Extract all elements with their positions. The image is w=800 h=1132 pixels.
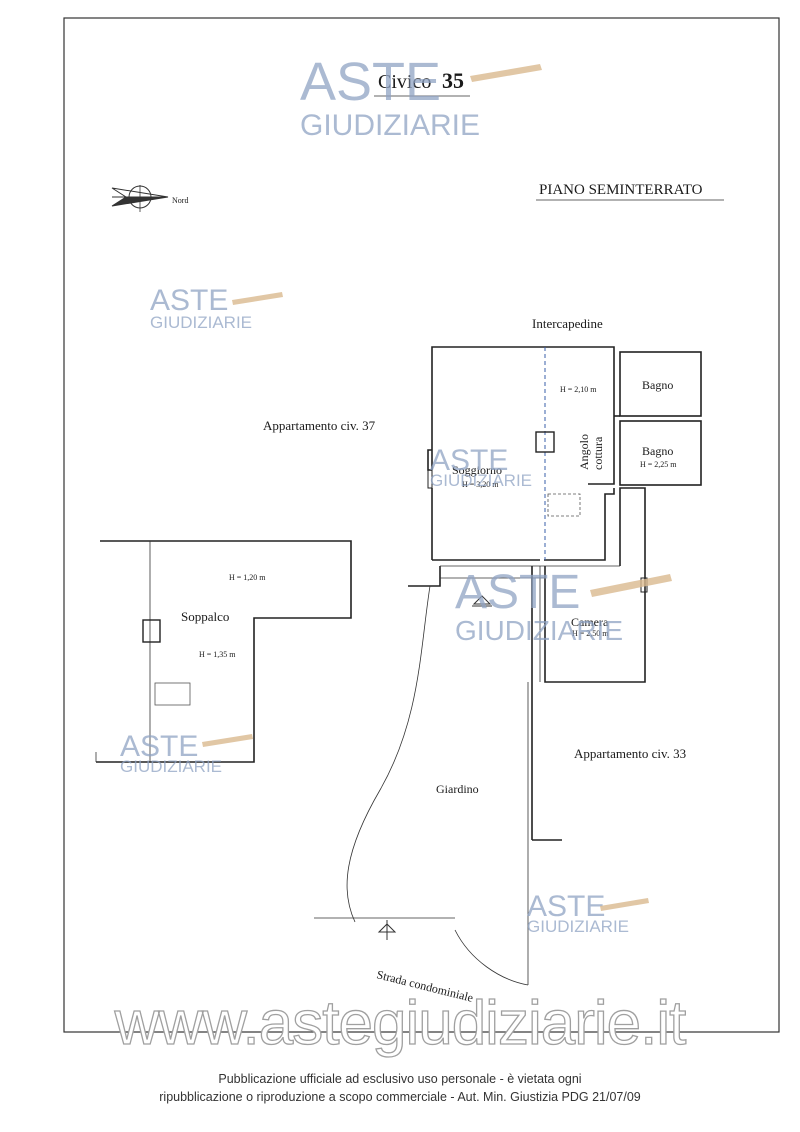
label-bagno-2-height: H = 2,25 m (640, 460, 677, 469)
svg-text:GIUDIZIARIE: GIUDIZIARIE (300, 109, 480, 142)
watermark-aste-logo-6: ASTE GIUDIZIARIE (527, 890, 649, 936)
compass-label: Nord (172, 196, 188, 205)
svg-text:GIUDIZIARIE: GIUDIZIARIE (455, 615, 623, 646)
footer-line-2: ripubblicazione o riproduzione a scopo c… (159, 1090, 641, 1104)
label-intercapedine: Intercapedine (532, 316, 603, 331)
svg-text:GIUDIZIARIE: GIUDIZIARIE (120, 757, 222, 776)
garden-curve (346, 585, 431, 923)
svg-text:GIUDIZIARIE: GIUDIZIARIE (527, 917, 629, 936)
gate-marker-icon (377, 920, 397, 940)
label-camera: Camera (571, 615, 609, 629)
footer-line-1: Pubblicazione ufficiale ad esclusivo uso… (218, 1072, 582, 1086)
label-angolo-2: cottura (591, 436, 605, 470)
svg-text:ASTE: ASTE (430, 444, 508, 477)
label-angolo-1: Angolo (577, 434, 591, 470)
label-giardino: Giardino (436, 782, 479, 796)
label-soggiorno-height: H = 3,20 m (462, 480, 499, 489)
label-soppalco-height-2: H = 1,35 m (199, 650, 236, 659)
label-appartamento-33: Appartamento civ. 33 (574, 746, 686, 761)
page-border (63, 17, 780, 1033)
label-appartamento-37: Appartamento civ. 37 (263, 418, 376, 433)
entrance-marker-icon (472, 595, 492, 607)
label-soggiorno: Soggiorno (452, 463, 502, 477)
site-watermark: www.astegiudiziarie.it (114, 988, 687, 1058)
svg-text:ASTE: ASTE (120, 730, 198, 763)
floor-title: PIANO SEMINTERRATO (539, 182, 703, 198)
watermark-aste-logo-5: ASTE GIUDIZIARIE (120, 730, 253, 776)
label-soppalco: Soppalco (181, 609, 229, 624)
unit-walls (408, 346, 702, 985)
svg-text:ASTE: ASTE (300, 52, 441, 112)
label-soppalco-height-1: H = 1,20 m (229, 573, 266, 582)
watermark-aste-logo-1: ASTE GIUDIZIARIE (300, 52, 542, 142)
soppalco-walls (95, 540, 352, 763)
svg-text:ASTE: ASTE (150, 284, 228, 317)
svg-text:GIUDIZIARIE: GIUDIZIARIE (150, 313, 252, 332)
svg-text:ASTE: ASTE (455, 566, 580, 619)
garden-curve-2 (454, 929, 529, 986)
label-bagno-2: Bagno (642, 444, 673, 458)
watermark-aste-logo-3: ASTE GIUDIZIARIE (430, 444, 532, 490)
civico-number: 35 (442, 68, 464, 93)
svg-text:ASTE: ASTE (527, 890, 605, 923)
label-angolo-height: H = 2,10 m (560, 385, 597, 394)
watermark-aste-logo-4: ASTE GIUDIZIARIE (455, 566, 672, 646)
watermark-aste-logo-2: ASTE GIUDIZIARIE (150, 284, 283, 332)
label-bagno-1: Bagno (642, 378, 673, 392)
north-arrow-icon (111, 185, 169, 212)
label-camera-height: H = 2,50 m (572, 629, 609, 638)
civico-label: Civico (378, 71, 431, 93)
svg-text:GIUDIZIARIE: GIUDIZIARIE (430, 471, 532, 490)
